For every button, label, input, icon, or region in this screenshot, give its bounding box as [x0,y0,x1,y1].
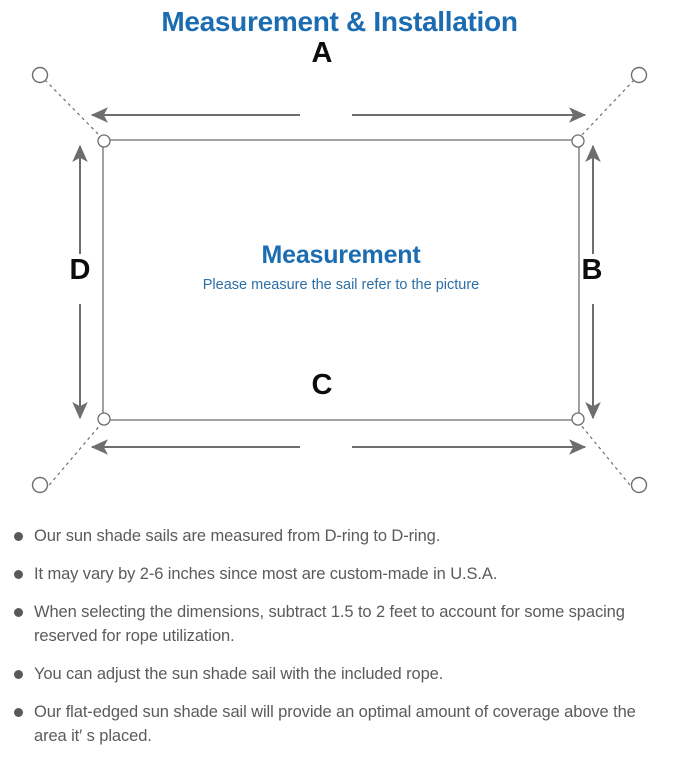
list-item: Our sun shade sails are measured from D-… [0,524,679,548]
dimension-label-c: C [311,369,333,401]
list-item: It may vary by 2-6 inches since most are… [0,562,679,586]
rope-line-top-right [579,79,635,138]
note-text: It may vary by 2-6 inches since most are… [34,565,498,583]
rope-line-top-left [44,79,102,138]
dimension-label-b: B [581,254,603,286]
bullet-icon [14,608,23,617]
dimension-label-a: A [311,37,333,69]
notes-list: Our sun shade sails are measured from D-… [0,524,679,762]
dimension-label-d: D [69,254,91,286]
anchor-ring-bottom-left [31,476,49,494]
list-item: When selecting the dimensions, subtract … [0,600,679,648]
rope-line-bottom-left [44,423,102,491]
rope-line-bottom-right [579,423,635,491]
note-text: Our flat-edged sun shade sail will provi… [34,703,636,745]
rope-lines [44,79,635,491]
bullet-icon [14,708,23,717]
list-item: Our flat-edged sun shade sail will provi… [0,700,679,748]
dimension-arrows [72,107,601,455]
anchor-ring-top-right [630,66,648,84]
d-rings [97,134,585,426]
diagram-svg [31,66,648,494]
sail-outline [102,139,580,421]
page-root: Measurement & Installation [0,6,679,745]
anchor-rings [31,66,648,494]
list-item: You can adjust the sun shade sail with t… [0,662,679,686]
d-ring-bottom-left [97,412,111,426]
page-title: Measurement & Installation [161,6,518,37]
note-text: Our sun shade sails are measured from D-… [34,527,441,545]
d-ring-top-right [571,134,585,148]
note-text: When selecting the dimensions, subtract … [34,603,625,645]
bullet-icon [14,532,23,541]
d-ring-bottom-right [571,412,585,426]
sail-measurement-diagram: A B C D Measurement Please measure the s… [0,37,679,520]
anchor-ring-top-left [31,66,49,84]
bullet-icon [14,670,23,679]
anchor-ring-bottom-right [630,476,648,494]
note-text: You can adjust the sun shade sail with t… [34,665,444,683]
bullet-icon [14,570,23,579]
d-ring-top-left [97,134,111,148]
